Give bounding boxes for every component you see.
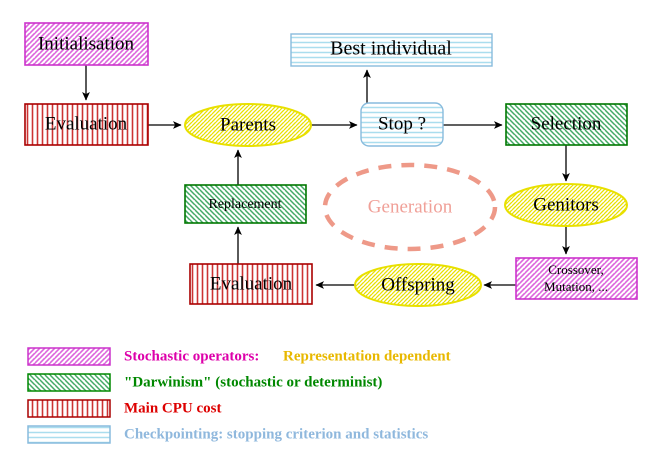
node-parents-label: Parents [220, 114, 276, 135]
node-best-individual[interactable]: Best individual [290, 33, 493, 67]
node-offspring-label: Offspring [381, 274, 455, 295]
legend-swatch-checkpointing [27, 425, 111, 444]
node-selection-box [505, 103, 628, 146]
node-stop-label: Stop ? [378, 113, 426, 134]
node-evaluation-top-label: Evaluation [45, 113, 128, 134]
node-selection-label: Selection [531, 113, 602, 134]
node-evaluation-top-box [24, 103, 149, 146]
legend-item-stochastic: Stochastic operators: Representation dep… [27, 347, 451, 366]
legend-label-darwinism: "Darwinism" (stochastic or determinist) [124, 374, 382, 390]
node-evaluation-top[interactable]: Evaluation [24, 103, 149, 146]
node-generation: Generation [322, 162, 498, 252]
node-crossover-label-line1: Crossover, [548, 262, 603, 277]
node-generation-label: Generation [368, 196, 453, 217]
node-offspring[interactable]: Offspring [354, 263, 482, 307]
node-crossover[interactable]: Crossover, Mutation, ... [515, 257, 638, 300]
node-stop-box [360, 102, 444, 147]
legend-label-checkpointing: Checkpointing: stopping criterion and st… [124, 426, 428, 442]
node-evaluation-bottom[interactable]: Evaluation [189, 263, 313, 305]
node-replacement[interactable]: Replacement [184, 184, 307, 224]
node-replacement-box [184, 184, 307, 224]
legend-label-stochastic: Stochastic operators: [124, 348, 259, 364]
node-evaluation-bottom-label: Evaluation [210, 273, 293, 294]
node-replacement-label: Replacement [208, 197, 281, 212]
legend: Stochastic operators: Representation dep… [27, 347, 451, 444]
node-crossover-label-line2: Mutation, ... [544, 279, 608, 294]
node-initialisation[interactable]: Initialisation [24, 22, 149, 66]
node-initialisation-box [24, 22, 149, 66]
node-initialisation-label: Initialisation [38, 33, 135, 54]
legend-swatch-stochastic [27, 347, 111, 366]
node-genitors-label: Genitors [533, 194, 598, 215]
diagram-edges [82, 65, 570, 289]
node-best-individual-label: Best individual [330, 38, 452, 60]
legend-item-darwinism: "Darwinism" (stochastic or determinist) [27, 373, 382, 392]
node-selection[interactable]: Selection [505, 103, 628, 146]
node-evaluation-bottom-box [189, 263, 313, 305]
node-genitors[interactable]: Genitors [504, 183, 628, 227]
generation-ellipse-outline [322, 162, 498, 252]
node-stop[interactable]: Stop ? [360, 102, 444, 147]
node-crossover-box [515, 257, 638, 300]
legend-item-checkpointing: Checkpointing: stopping criterion and st… [27, 425, 428, 444]
node-genitors-ellipse [504, 183, 628, 227]
legend-label-cpu: Main CPU cost [124, 400, 222, 416]
legend-swatch-darwinism [27, 373, 111, 392]
node-parents-ellipse [184, 103, 312, 147]
legend-label-representation: Representation dependent [283, 348, 451, 364]
node-offspring-ellipse [354, 263, 482, 307]
node-best-individual-box [290, 33, 493, 67]
node-parents[interactable]: Parents [184, 103, 312, 147]
legend-item-cpu: Main CPU cost [27, 399, 222, 418]
legend-swatch-cpu [27, 399, 111, 418]
